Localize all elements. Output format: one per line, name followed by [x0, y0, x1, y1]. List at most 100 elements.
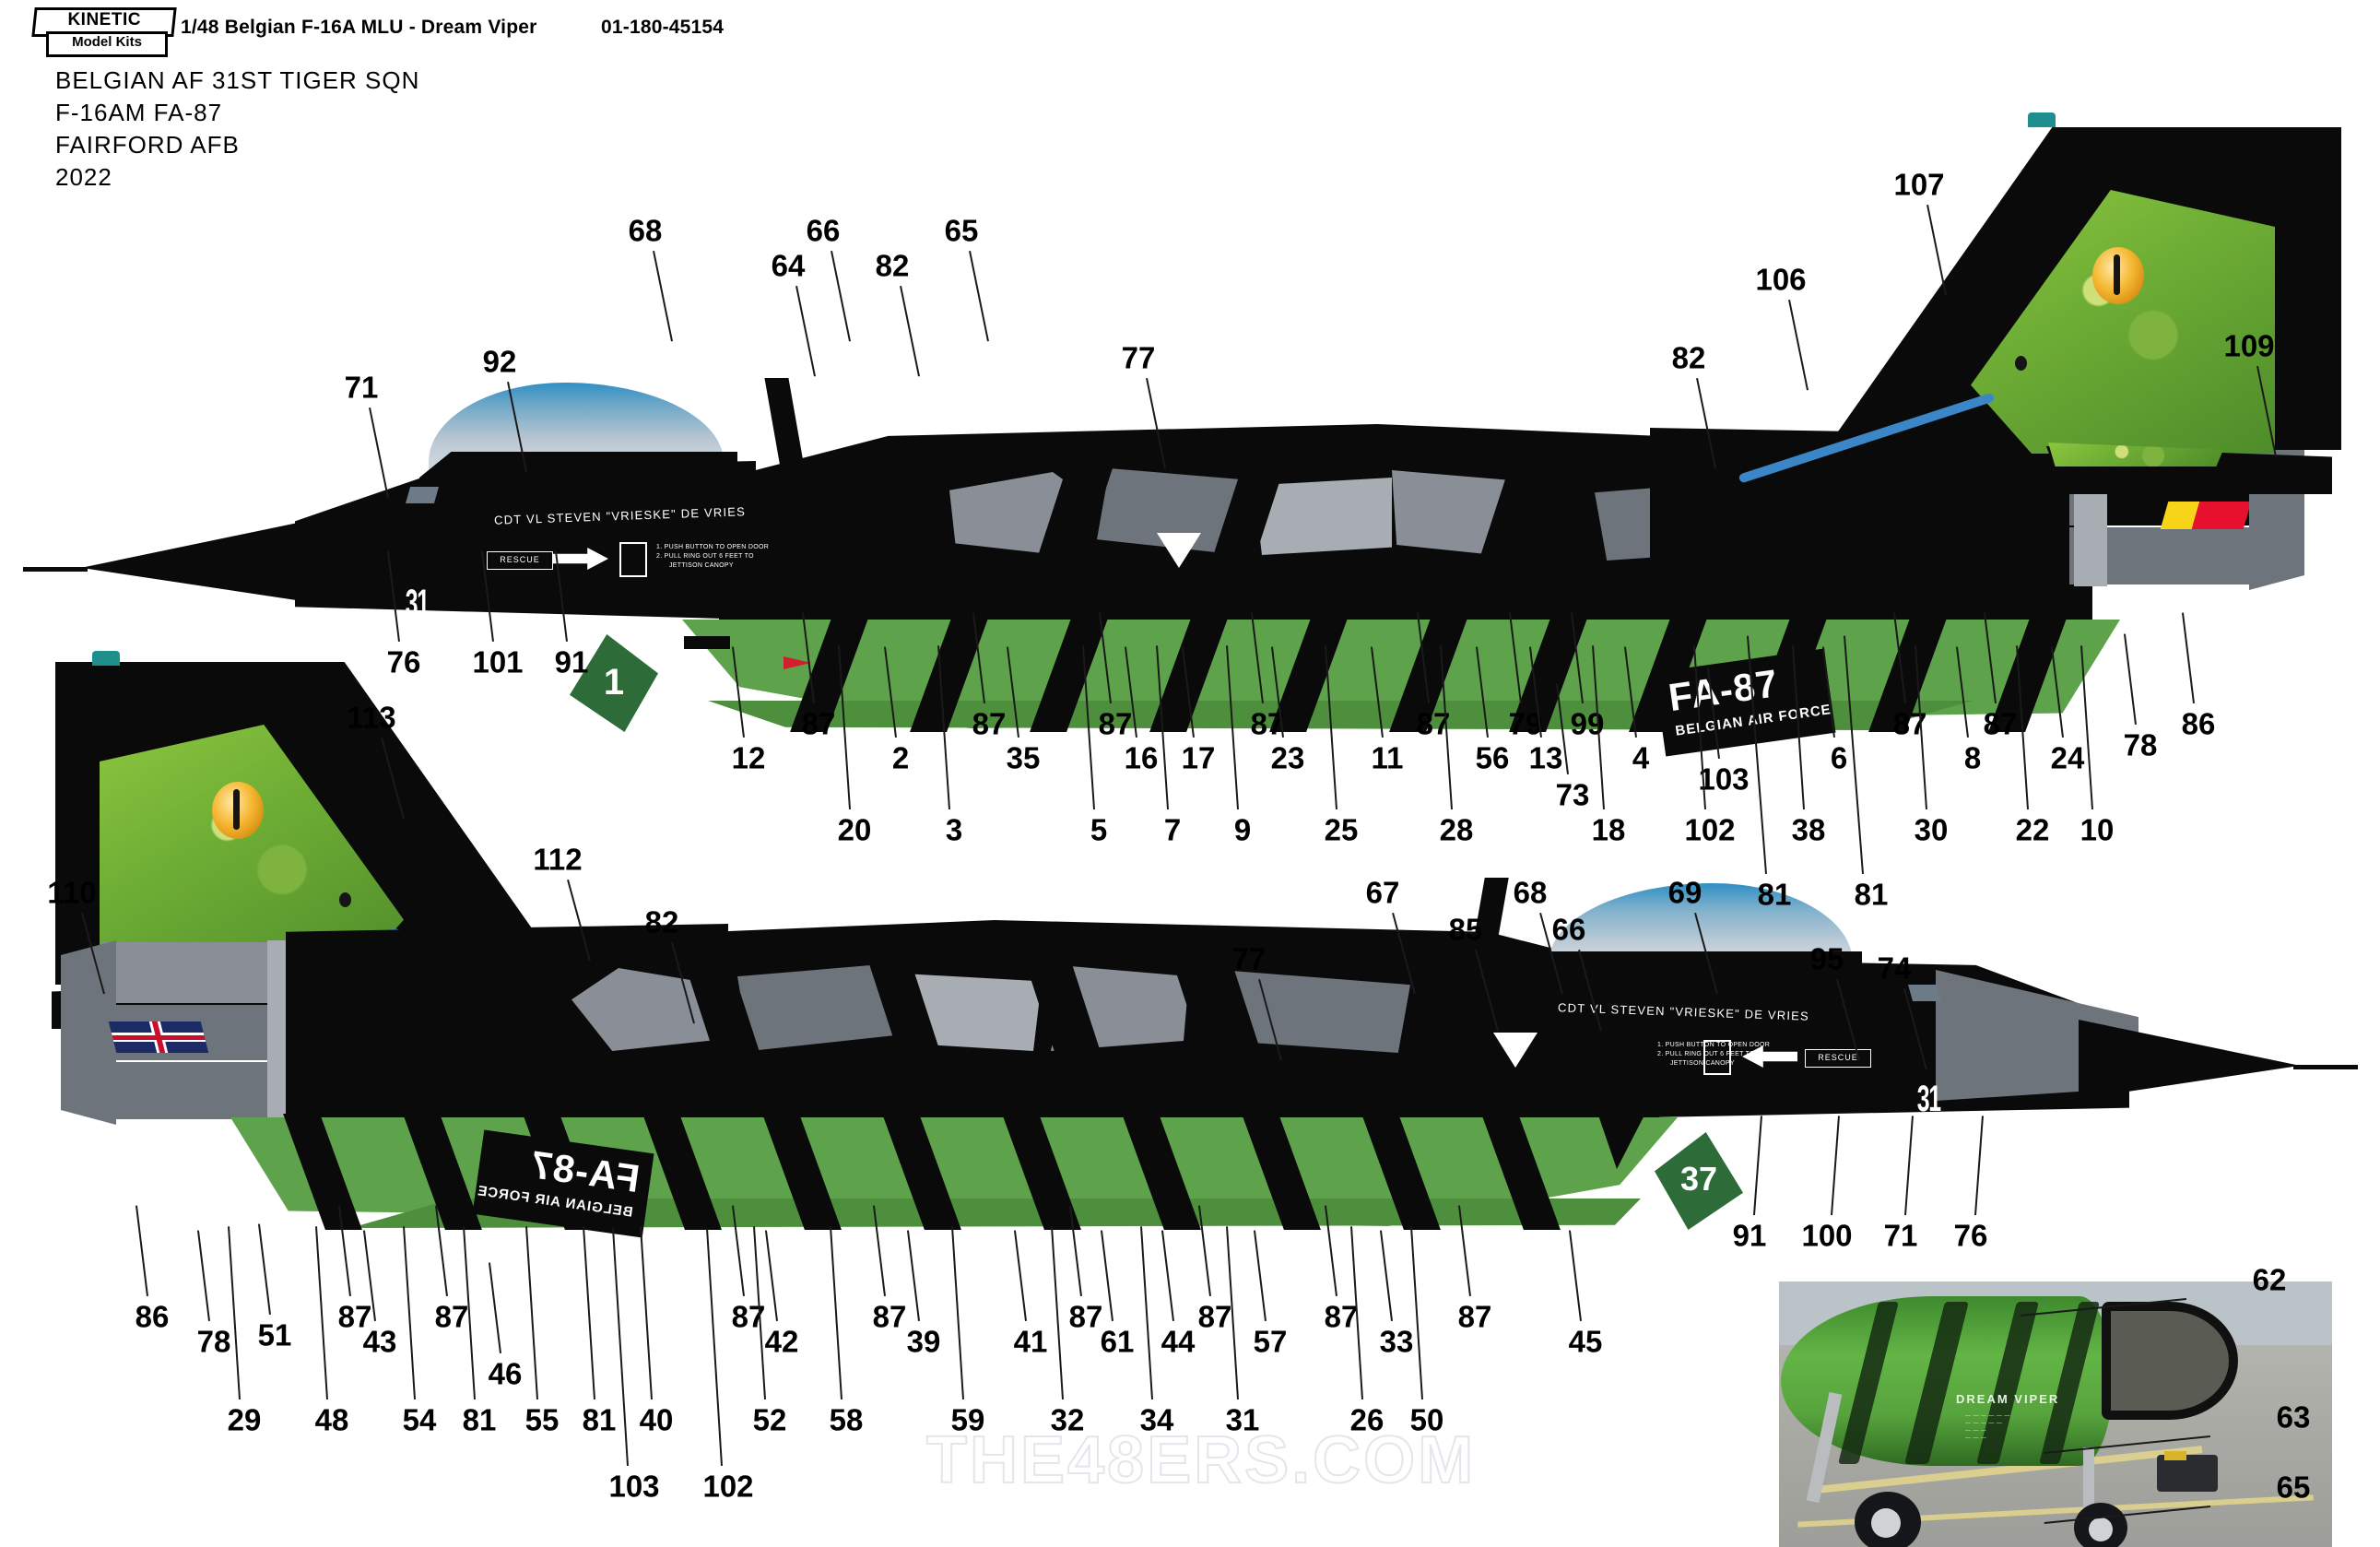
callout-leader-line: [900, 286, 920, 377]
canopy-instruction-3-bottom: JETTISON CANOPY: [1670, 1060, 1735, 1067]
callout-leader-line: [1325, 644, 1337, 809]
callout-number: 24: [2050, 740, 2085, 775]
callout-number: 87: [434, 1299, 469, 1334]
callout-leader-line: [197, 1230, 210, 1321]
callout-number: 81: [1757, 877, 1792, 912]
callout-leader-line: [489, 1262, 501, 1353]
callout-leader-line: [1956, 646, 1969, 738]
callout-leader-line: [1571, 612, 1584, 703]
canopy-instruction-2-bottom: 2. PULL RING OUT 6 FEET TO: [1657, 1051, 1755, 1057]
callout-number: 87: [1324, 1299, 1359, 1334]
callout-number: 69: [1667, 875, 1703, 910]
callout-number: 18: [1591, 812, 1626, 847]
callout-number: 38: [1791, 812, 1826, 847]
callout-number: 82: [1671, 340, 1706, 375]
kinetic-logo: KINETIC Model Kits: [31, 7, 177, 57]
callout-leader-line: [1161, 1230, 1174, 1321]
callout-leader-line: [2182, 612, 2195, 703]
callout-number: 10: [2080, 812, 2115, 847]
subject-line-1: BELGIAN AF 31ST TIGER SQN: [55, 66, 420, 94]
rescue-marking-top: RESCUE: [487, 551, 553, 570]
callout-number: 39: [906, 1324, 941, 1359]
callout-number: 63: [2276, 1399, 2311, 1435]
callout-leader-line: [706, 1227, 723, 1466]
callout-leader-line: [1926, 205, 1947, 296]
site-watermark: THE48ERS.COM: [925, 1423, 1477, 1498]
callout-leader-line: [1747, 635, 1767, 874]
subject-line-2: F-16AM FA-87: [55, 99, 223, 126]
callout-number: 6: [1830, 740, 1848, 775]
callout-number: 82: [644, 904, 679, 939]
callout-number: 87: [872, 1299, 907, 1334]
callout-number: 51: [257, 1317, 292, 1352]
callout-number: 5: [1090, 812, 1108, 847]
callout-leader-line: [1707, 667, 1720, 759]
callout-number: 87: [801, 706, 836, 741]
callout-leader-line: [1509, 612, 1522, 703]
callout-leader-line: [2044, 1506, 2210, 1524]
callout-leader-line: [1182, 646, 1195, 738]
callout-leader-line: [1904, 1116, 1914, 1216]
callout-number: 106: [1755, 262, 1807, 297]
callout-leader-line: [1146, 378, 1166, 469]
callout-number: 61: [1100, 1324, 1135, 1359]
callout-number: 86: [2181, 706, 2216, 741]
callout-number: 82: [875, 248, 910, 283]
callout-number: 45: [1568, 1324, 1603, 1359]
callout-number: 2: [891, 740, 910, 775]
callout-leader-line: [338, 1205, 351, 1296]
callout-leader-line: [2256, 366, 2277, 457]
callout-leader-line: [228, 1225, 241, 1399]
callout-leader-line: [951, 1225, 964, 1399]
callout-number: 87: [1098, 706, 1133, 741]
callout-number: 48: [314, 1402, 349, 1437]
photo-tank-stencil: — — — — — —— — — — —— — —— — —: [1965, 1413, 2010, 1441]
callout-leader-line: [1226, 644, 1239, 809]
callout-leader-line: [583, 1225, 595, 1399]
callout-number: 107: [1893, 167, 1945, 202]
badge-marker-37-label: 37: [1679, 1160, 1718, 1198]
callout-number: 35: [1006, 740, 1041, 775]
callout-number: 73: [1555, 777, 1590, 812]
callout-number: 62: [2252, 1262, 2287, 1297]
callout-number: 68: [1513, 875, 1548, 910]
callout-leader-line: [1475, 950, 1499, 1032]
callout-leader-line: [1984, 612, 1997, 703]
callout-leader-line: [567, 880, 591, 962]
callout-number: 95: [1809, 941, 1844, 976]
callout-number: 32: [1050, 1402, 1085, 1437]
callout-leader-line: [1578, 950, 1602, 1032]
callout-number: 11: [1371, 740, 1404, 775]
callout-leader-line: [830, 1225, 842, 1399]
rescue-marking-bottom: RESCUE: [1805, 1049, 1871, 1068]
callout-leader-line: [1051, 1225, 1064, 1399]
callout-leader-line: [387, 550, 400, 642]
brand-sub-box: Model Kits: [46, 31, 168, 57]
callout-number: 54: [402, 1402, 437, 1437]
callout-leader-line: [1410, 1225, 1423, 1399]
callout-leader-line: [435, 1205, 448, 1296]
callout-number: 87: [972, 706, 1007, 741]
callout-number: 66: [1551, 912, 1586, 947]
callout-leader-line: [795, 286, 816, 377]
callout-number: 87: [1983, 706, 2018, 741]
kit-code: 01-180-45154: [601, 17, 725, 38]
callout-number: 77: [1121, 340, 1156, 375]
callout-number: 40: [639, 1402, 674, 1437]
callout-leader-line: [1198, 1205, 1211, 1296]
callout-number: 12: [731, 740, 766, 775]
callout-number: 103: [608, 1469, 660, 1504]
callout-leader-line: [381, 738, 405, 820]
callout-leader-line: [1974, 1116, 1984, 1216]
callout-leader-line: [907, 1230, 920, 1321]
callout-number: 64: [771, 248, 806, 283]
callout-leader-line: [1792, 644, 1805, 809]
callout-number: 13: [1528, 740, 1563, 775]
callout-number: 22: [2015, 812, 2050, 847]
callout-leader-line: [1836, 979, 1860, 1061]
callout-leader-line: [2080, 644, 2093, 809]
callout-number: 23: [1270, 740, 1305, 775]
callout-leader-line: [2020, 1298, 2186, 1317]
subject-line-3: FAIRFORD AFB: [55, 131, 240, 159]
callout-number: 59: [950, 1402, 985, 1437]
